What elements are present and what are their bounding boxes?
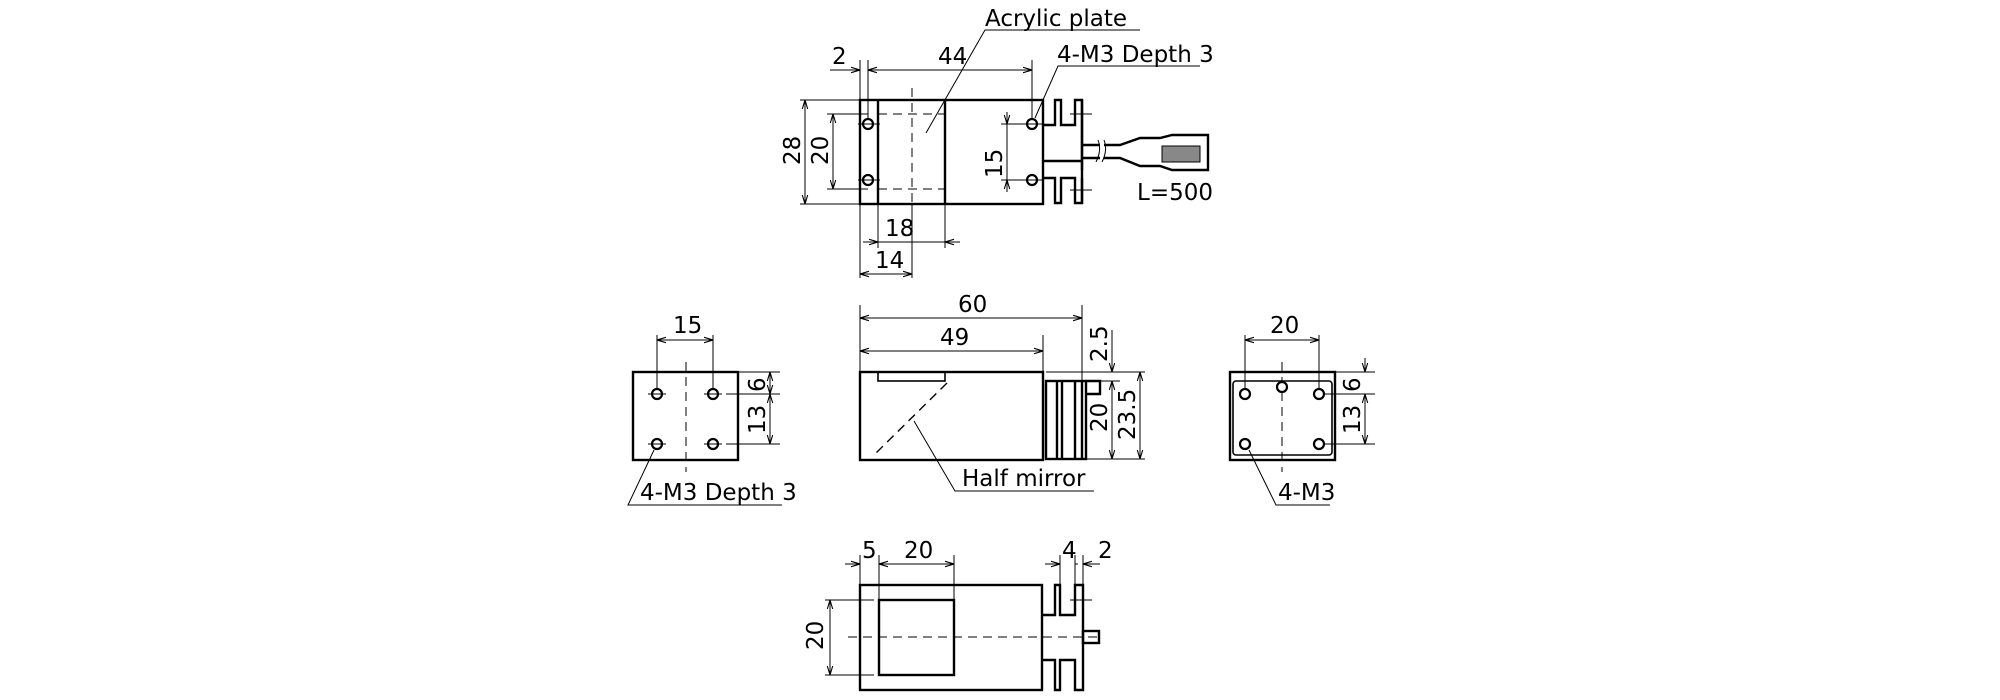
- dim-label: 60: [958, 292, 987, 318]
- dim-label: 20: [904, 538, 933, 564]
- dim-label: 2: [1098, 538, 1113, 564]
- mounting-hole-icon: [648, 387, 722, 451]
- front-view: 60 49 2.5 20 23.5 Half mirror: [858, 292, 1145, 492]
- dim-label: 23.5: [1115, 389, 1141, 440]
- dim-label: 4: [1062, 538, 1077, 564]
- dim-label: 13: [745, 405, 771, 434]
- dim-label: 5: [862, 538, 877, 564]
- heat-sink-fins: [1043, 98, 1092, 205]
- dim-label: 20: [1270, 313, 1299, 339]
- cable-connector-icon: [1082, 133, 1210, 172]
- dim-label: 2: [832, 44, 847, 70]
- right-view: 20 6 13 4-M3: [1228, 313, 1375, 506]
- acrylic-plate-callout: Acrylic plate: [985, 6, 1127, 32]
- top-body-outline: [858, 98, 1045, 206]
- dim-label: 49: [940, 325, 969, 351]
- dim-label: 28: [780, 136, 806, 165]
- half-mirror-callout: Half mirror: [962, 466, 1086, 492]
- dim-label: 6: [745, 377, 771, 392]
- dim-label: 13: [1340, 405, 1366, 434]
- dim-label: 20: [1087, 403, 1113, 432]
- dim-label: 2.5: [1087, 325, 1113, 362]
- dim-label: 44: [938, 44, 967, 70]
- top-view: 2 44 28 20 15 18 14 Acrylic plate 4-M3 D…: [780, 6, 1214, 278]
- thread-callout: 4-M3 Depth 3: [640, 480, 797, 506]
- dim-label: 15: [982, 149, 1008, 178]
- cable-length-label: L=500: [1137, 180, 1213, 206]
- mounting-hole-icon: [1238, 387, 1326, 451]
- dim-label: 20: [808, 136, 834, 165]
- thread-callout: 4-M3 Depth 3: [1057, 42, 1214, 68]
- dim-label: 14: [875, 248, 904, 274]
- dim-label: 18: [885, 216, 914, 242]
- dim-label: 6: [1340, 377, 1366, 392]
- thread-callout: 4-M3: [1278, 480, 1335, 506]
- dim-label: 15: [673, 313, 702, 339]
- mounting-hole-icon: [858, 117, 1044, 187]
- heat-sink-fins: [1042, 583, 1101, 692]
- bottom-view: 5 20 4 2 20: [803, 538, 1113, 692]
- dim-label: 20: [803, 621, 829, 650]
- left-view: 15 6 13 4-M3 Depth 3: [627, 313, 797, 506]
